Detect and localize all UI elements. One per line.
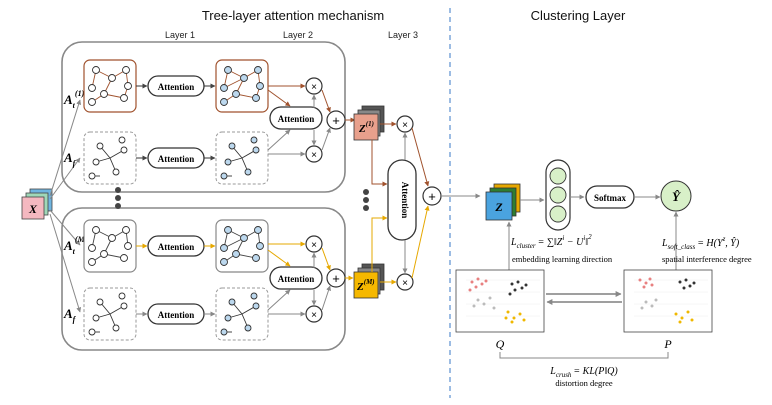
svg-text:×: × — [402, 120, 408, 131]
qp-exchange-arrows — [546, 291, 622, 305]
softmax-box: Softmax — [585, 185, 635, 209]
svg-text:Z(M): Z(M) — [356, 278, 375, 293]
q-scatter-panel — [455, 269, 545, 333]
z-label: Z — [494, 200, 503, 214]
graph-top-at-input — [83, 59, 137, 113]
multiply-op-l3-top: × — [396, 115, 414, 133]
svg-text:Attention: Attention — [278, 114, 315, 124]
attention-top-1: Attention — [147, 75, 205, 97]
q-label: Q — [496, 337, 505, 351]
attention-layer2-bottom: Attention — [269, 266, 323, 290]
graph-top-af-input — [83, 131, 137, 185]
layer2-arrows-bottom-gray — [267, 252, 331, 317]
bottom-at-label: At(M) — [63, 235, 88, 256]
p-scatter-panel — [623, 269, 713, 333]
top-af-label: Af — [63, 150, 77, 168]
crush-bracket — [499, 352, 669, 359]
multiply-op-bottom-2: × — [305, 305, 323, 323]
layer1-arrows — [136, 83, 216, 161]
plus-op-bottom: + — [326, 268, 346, 288]
layer2-arrows-top — [267, 83, 356, 123]
top-at-label: At(1) — [63, 89, 85, 110]
svg-text:+: + — [428, 189, 436, 204]
ellipsis-dots — [115, 187, 369, 211]
svg-text:Ŷ: Ŷ — [672, 189, 681, 204]
svg-text:Attention: Attention — [278, 274, 315, 284]
z-embedding: Z — [485, 183, 521, 221]
mlp-layer — [545, 159, 571, 231]
cluster-loss-caption: embedding learning direction — [512, 254, 613, 264]
svg-text:Attention: Attention — [158, 242, 195, 252]
cluster-loss-formula: Lcluster= ∑‖Zi − Ui‖2 — [510, 233, 592, 250]
svg-text:Attention: Attention — [158, 82, 195, 92]
left-title: Tree-layer attention mechanism — [202, 8, 384, 23]
bottom-af-label: Af — [63, 306, 77, 324]
graph-top-af-output — [215, 131, 269, 185]
multiply-op-l3-bottom: × — [396, 273, 414, 291]
attention-bottom-2: Attention — [147, 303, 205, 325]
svg-text:Z(1): Z(1) — [358, 120, 374, 135]
svg-text:Attention: Attention — [158, 154, 195, 164]
attention-layer3: Attention — [387, 159, 417, 241]
multiply-op-top-2: × — [305, 145, 323, 163]
plus-op-l3: + — [422, 186, 442, 206]
svg-text:Attention: Attention — [158, 310, 195, 320]
svg-text:Softmax: Softmax — [594, 193, 626, 203]
attention-layer2-top: Attention — [269, 106, 323, 130]
svg-text:×: × — [311, 82, 317, 93]
svg-text:×: × — [311, 240, 317, 251]
svg-text:+: + — [332, 113, 340, 128]
x-connectors — [49, 99, 82, 313]
graph-bottom-at-output — [215, 219, 269, 273]
x-label: X — [28, 202, 38, 216]
input-x-stack: X — [21, 188, 53, 220]
p-label: P — [663, 337, 672, 351]
graph-bottom-af-input — [83, 287, 137, 341]
layer3-label: Layer 3 — [388, 30, 418, 40]
layer3-arrows-top — [371, 121, 430, 187]
layer2-label: Layer 2 — [283, 30, 313, 40]
svg-text:×: × — [311, 150, 317, 161]
svg-text:×: × — [311, 310, 317, 321]
plus-op-top: + — [326, 110, 346, 130]
layer1-label: Layer 1 — [165, 30, 195, 40]
layer3-arrows-gray — [402, 132, 481, 274]
graph-bottom-af-output — [215, 287, 269, 341]
z1-embedding: Z(1) — [353, 105, 385, 141]
graph-bottom-at-input — [83, 219, 137, 273]
y-hat-output: Ŷ — [660, 180, 692, 212]
multiply-op-bottom-1: × — [305, 235, 323, 253]
svg-text:×: × — [402, 278, 408, 289]
layer2-arrows-bottom — [267, 241, 354, 281]
svg-text:Attention: Attention — [400, 182, 410, 219]
layer2-arrows-top-gray — [267, 94, 331, 157]
crush-loss-formula: Lcrush= KL(P‖Q) — [549, 366, 618, 379]
attention-bottom-1: Attention — [147, 235, 205, 257]
svg-text:+: + — [332, 271, 340, 286]
layer3-arrows-bottom — [371, 205, 430, 285]
graph-top-at-output — [215, 59, 269, 113]
soft-loss-caption: spatial interference degree — [662, 254, 752, 264]
crush-loss-caption: distortion degree — [555, 378, 613, 388]
zm-embedding: Z(M) — [353, 263, 385, 299]
soft-loss-formula: Lsoft_class= H(Yz, Ŷ) — [661, 235, 740, 251]
right-title: Clustering Layer — [531, 8, 626, 23]
attention-top-2: Attention — [147, 147, 205, 169]
multiply-op-top-1: × — [305, 77, 323, 95]
